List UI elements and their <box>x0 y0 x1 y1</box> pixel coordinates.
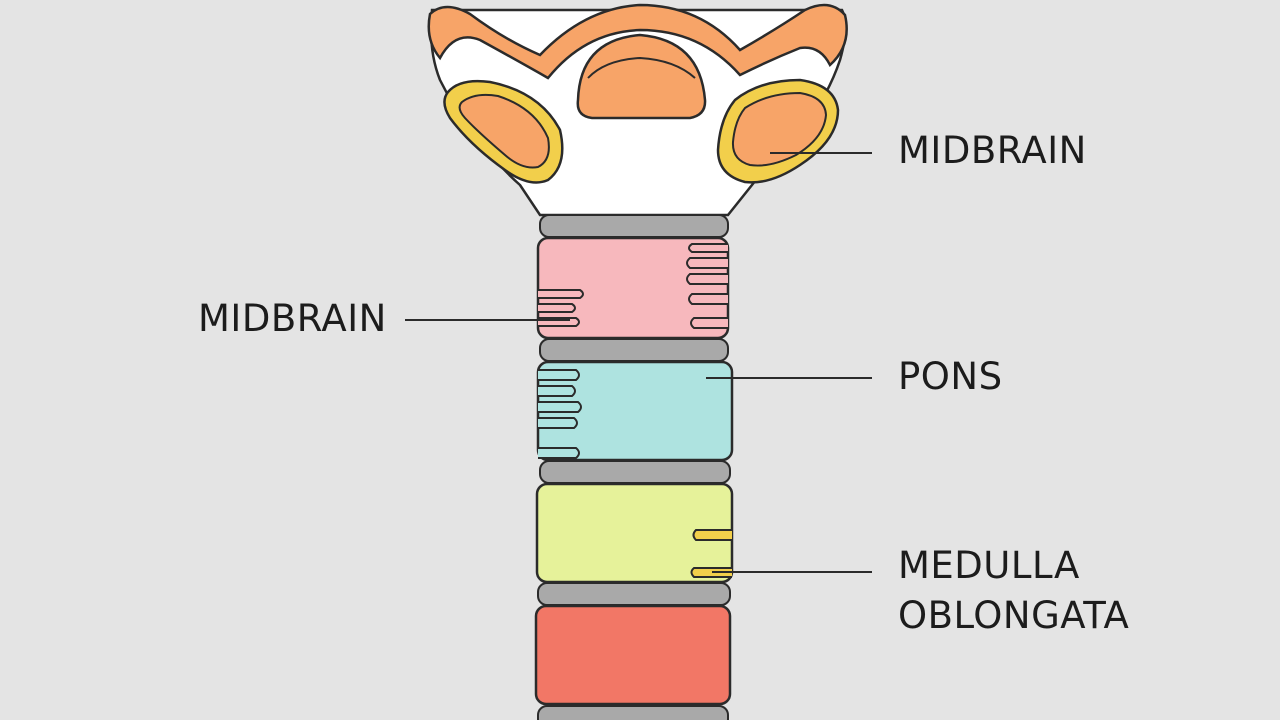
right-lobe <box>716 78 840 184</box>
label-medulla-oblongata: MEDULLA OBLONGATA <box>898 543 1129 643</box>
gray-band-3 <box>539 460 731 484</box>
lime-segment <box>535 482 734 584</box>
gray-band-5 <box>537 705 729 720</box>
label-midbrain-left: MIDBRAIN <box>198 297 387 340</box>
teal-segment <box>536 360 734 462</box>
left-lobe <box>443 79 564 184</box>
gray-band-4 <box>537 582 731 606</box>
center-dome <box>576 33 707 120</box>
orange-top-arch <box>427 3 848 80</box>
red-segment <box>534 604 732 706</box>
label-medulla-line2: OBLONGATA <box>898 594 1130 637</box>
label-midbrain-right: MIDBRAIN <box>898 129 1087 172</box>
pink-segment <box>536 236 730 340</box>
center-dome-inner <box>587 56 696 79</box>
label-pons: PONS <box>898 355 1003 398</box>
gray-band-1 <box>539 214 729 238</box>
label-medulla-line1: MEDULLA <box>898 544 1080 587</box>
gray-band-2 <box>539 338 729 362</box>
